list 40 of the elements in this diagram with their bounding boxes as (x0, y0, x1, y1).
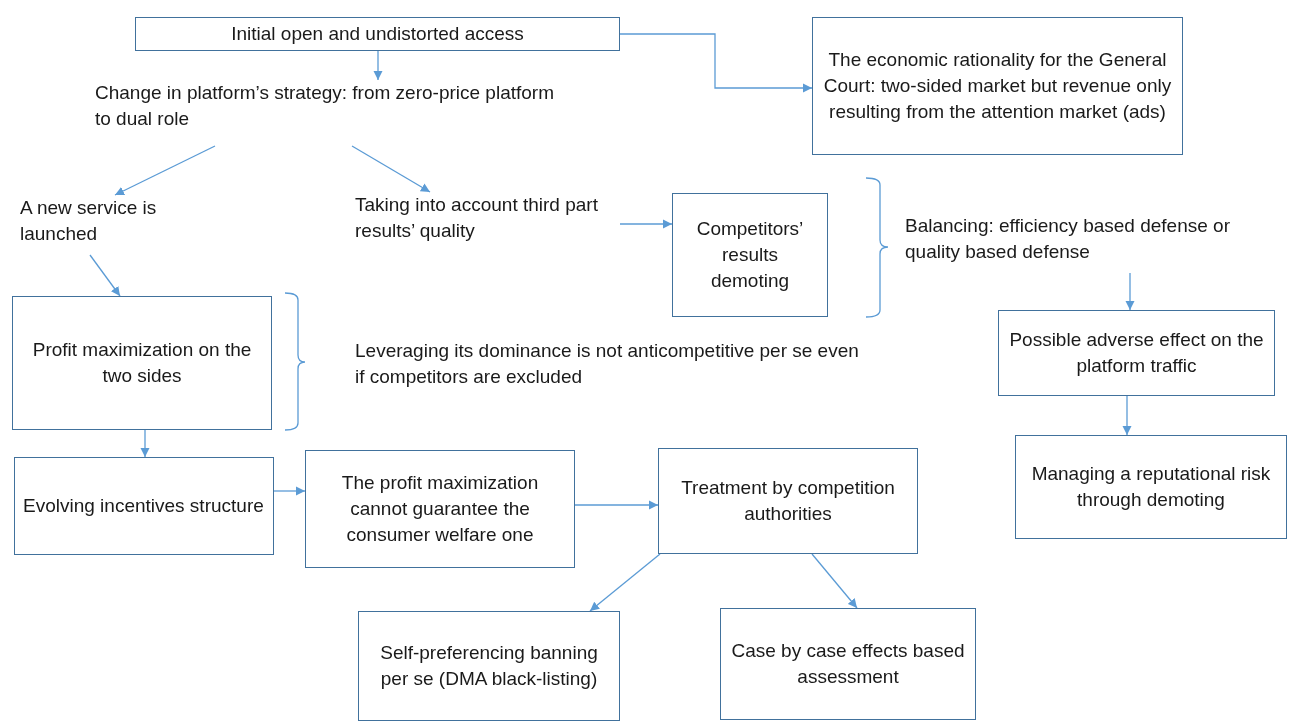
box-text: Managing a reputational risk through demoting (1030, 461, 1272, 512)
process-box (720, 608, 976, 720)
arrow (1125, 272, 1135, 311)
arrow (89, 254, 121, 297)
process-box (358, 611, 620, 721)
box-text: The economic rationality for the General Court: two-sided market but revenue only resulting from the attention market (ads) (822, 47, 1173, 125)
arrow (574, 500, 659, 510)
box-text: The profit maximization cannot guarantee the consumer welfare one (340, 470, 540, 548)
process-box (812, 17, 1183, 155)
box-text: Self-preferencing banning per se (DMA black-listing) (379, 640, 599, 691)
arrow (114, 145, 216, 196)
box-text: Possible adverse effect on the platform traffic (1008, 327, 1265, 378)
arrow (140, 429, 150, 458)
box-text: Competitors’ results demoting (695, 216, 805, 294)
note-text: Taking into account third part results’ quality (355, 192, 620, 252)
arrow (619, 33, 813, 93)
arrow (351, 145, 431, 193)
box-text: Case by case effects based assessment (730, 638, 966, 689)
process-box (998, 310, 1275, 396)
box-text: Treatment by competition authorities (680, 475, 896, 526)
process-box (1015, 435, 1287, 539)
process-box (305, 450, 575, 568)
arrow (589, 553, 661, 612)
arrow (373, 50, 383, 81)
process-box (658, 448, 918, 554)
box-text: Initial open and undistorted access (231, 21, 524, 46)
process-box (672, 193, 828, 317)
note-text: A new service is launched (20, 195, 220, 255)
box-text: Profit maximization on the two sides (31, 337, 253, 388)
process-box (14, 457, 274, 555)
arrow (811, 553, 858, 609)
arrow (619, 219, 673, 229)
arrow (1122, 395, 1132, 436)
note-text: Change in platform’s strategy: from zero-price platform to dual role (95, 80, 575, 146)
note-text: Leveraging its dominance is not anticompetitive per se even if competitors are excluded (355, 338, 860, 394)
arrow (273, 486, 306, 496)
box-text: Evolving incentives structure (23, 493, 264, 518)
note-text: Balancing: efficiency based defense or quality based defense (905, 213, 1285, 273)
process-box (12, 296, 272, 430)
process-box (135, 17, 620, 51)
